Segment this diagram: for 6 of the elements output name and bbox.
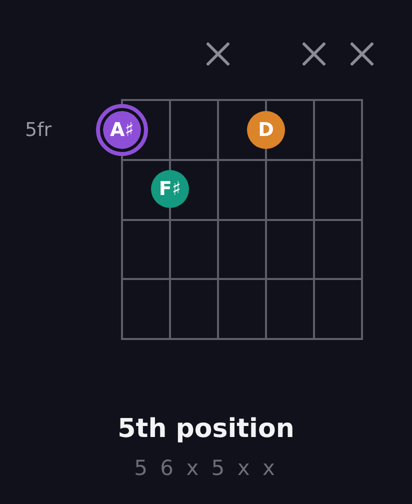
root-note-marker: A♯ [96, 104, 148, 156]
fingering-caption: 5 6 x 5 x x [134, 456, 278, 480]
note-marker: D [247, 111, 285, 149]
fret-number-label: 5fr [25, 118, 52, 142]
chord-title: 5th position [118, 414, 294, 444]
note-marker: F♯ [151, 170, 189, 208]
